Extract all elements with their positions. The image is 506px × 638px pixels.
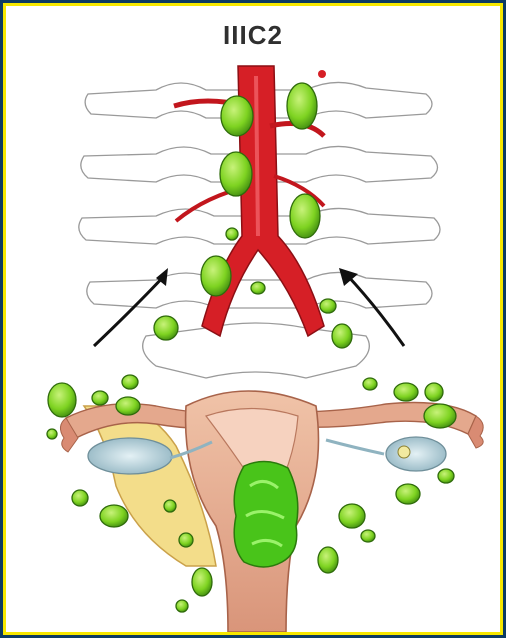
anatomy-illustration <box>6 6 500 632</box>
lymph-node <box>290 194 320 238</box>
lymph-node <box>164 500 176 512</box>
lymph-node <box>363 378 377 390</box>
lymph-node <box>48 383 76 417</box>
lymph-node <box>332 324 352 348</box>
figure-frame: IIIC2 <box>3 3 503 635</box>
lymph-node <box>154 316 178 340</box>
lymph-node <box>318 547 338 573</box>
ovary-left <box>88 438 172 474</box>
lymph-node <box>116 397 140 415</box>
lymph-node <box>287 83 317 129</box>
cervical-tumor <box>234 461 298 567</box>
lymph-node <box>394 383 418 401</box>
lymph-node <box>320 299 336 313</box>
lymph-node <box>438 469 454 483</box>
lymph-node <box>192 568 212 596</box>
lymph-node <box>47 429 57 439</box>
lymph-node <box>424 404 456 428</box>
lymph-node <box>361 530 375 542</box>
ovary-right <box>386 437 446 471</box>
lymph-node <box>92 391 108 405</box>
lymph-node <box>179 533 193 547</box>
lymph-node <box>176 600 188 612</box>
lymph-node <box>221 96 253 136</box>
ovary-follicle <box>398 446 410 458</box>
lymph-node <box>425 383 443 401</box>
lymph-node <box>339 504 365 528</box>
lymph-node <box>226 228 238 240</box>
lymph-node <box>251 282 265 294</box>
lymph-node <box>122 375 138 389</box>
lymph-node <box>220 152 252 196</box>
lymph-node <box>201 256 231 296</box>
lymph-node <box>396 484 420 504</box>
lymph-node <box>100 505 128 527</box>
lymph-node <box>72 490 88 506</box>
